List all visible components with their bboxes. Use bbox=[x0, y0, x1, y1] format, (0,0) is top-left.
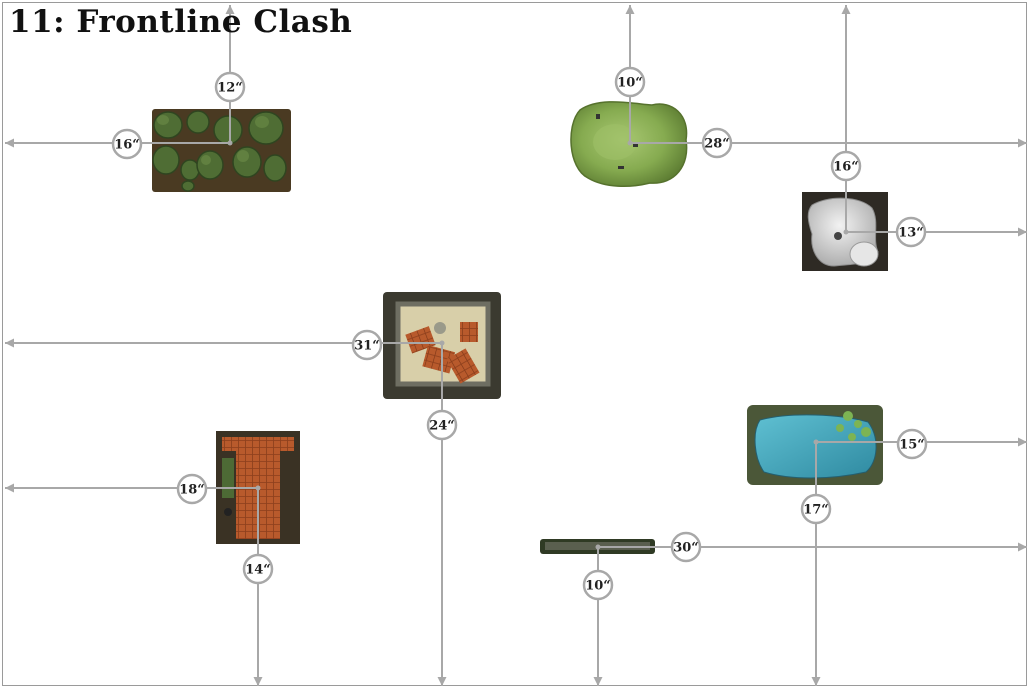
measurement-arrows bbox=[5, 5, 1027, 686]
measurement-label: 16“ bbox=[833, 160, 859, 175]
measurement-origin-dot bbox=[255, 485, 261, 491]
measurement-origin-dot bbox=[227, 140, 233, 146]
measurement-label: 24“ bbox=[429, 419, 455, 434]
arrowhead-icon bbox=[5, 338, 14, 348]
measurement-badge: 15“ bbox=[896, 428, 928, 460]
measurement-badge: 16“ bbox=[830, 150, 862, 182]
measurement-badge-circle bbox=[176, 473, 208, 505]
measurement-badge: 18“ bbox=[176, 473, 208, 505]
measurement-badge-circle bbox=[701, 127, 733, 159]
measurement-origin-dot bbox=[813, 439, 819, 445]
arrowhead-icon bbox=[1018, 138, 1027, 148]
arrowhead-icon bbox=[811, 677, 821, 686]
arrowhead-icon bbox=[253, 677, 263, 686]
measurement-badge: 24“ bbox=[426, 409, 458, 441]
arrowhead-icon bbox=[593, 677, 603, 686]
measurement-origin-dot bbox=[439, 340, 445, 346]
arrowhead-icon bbox=[1018, 542, 1027, 552]
measurement-label: 31“ bbox=[354, 339, 380, 354]
measurement-badge: 10“ bbox=[614, 66, 646, 98]
measurement-badge-circle bbox=[351, 329, 383, 361]
measurement-badge-circle bbox=[614, 66, 646, 98]
scenario-title: 11: Frontline Clash bbox=[9, 4, 353, 40]
measurement-badges: 12“ 16“ 10“ 28“ 16“ 13“ 31“ 24“ 15“ 17“ 18“ 14“ 30“ 1… bbox=[111, 66, 928, 601]
measurement-badge-circle bbox=[800, 493, 832, 525]
measurement-origin-dot bbox=[627, 140, 633, 146]
measurement-label: 10“ bbox=[617, 76, 643, 91]
measurement-label: 10“ bbox=[585, 579, 611, 594]
measurement-badge-circle bbox=[582, 569, 614, 601]
measurement-badge-circle bbox=[242, 553, 274, 585]
measurement-badge: 13“ bbox=[895, 216, 927, 248]
arrowhead-icon bbox=[1018, 437, 1027, 447]
measurement-badge-circle bbox=[111, 128, 143, 160]
measurement-badge: 14“ bbox=[242, 553, 274, 585]
arrowhead-icon bbox=[437, 677, 447, 686]
measurement-label: 18“ bbox=[179, 483, 205, 498]
arrowhead-icon bbox=[5, 138, 14, 148]
measurement-badge-circle bbox=[830, 150, 862, 182]
measurement-badge-circle bbox=[670, 531, 702, 563]
arrowhead-icon bbox=[625, 5, 635, 14]
measurement-badge: 31“ bbox=[351, 329, 383, 361]
measurement-label: 30“ bbox=[673, 541, 699, 556]
measurement-badge-circle bbox=[214, 71, 246, 103]
arrowhead-icon bbox=[841, 5, 851, 14]
measurement-label: 15“ bbox=[899, 438, 925, 453]
measurement-origin-dot bbox=[595, 544, 601, 550]
measurement-badge: 16“ bbox=[111, 128, 143, 160]
measurement-label: 28“ bbox=[704, 137, 730, 152]
measurement-label: 14“ bbox=[245, 563, 271, 578]
measurement-badge-circle bbox=[895, 216, 927, 248]
measurement-badge: 12“ bbox=[214, 71, 246, 103]
arrowhead-icon bbox=[5, 483, 14, 493]
measurement-badge: 30“ bbox=[670, 531, 702, 563]
measurement-label: 12“ bbox=[217, 81, 243, 96]
measurement-badge: 17“ bbox=[800, 493, 832, 525]
measurement-badge-circle bbox=[896, 428, 928, 460]
measurement-origin-dot bbox=[843, 229, 849, 235]
measurement-label: 13“ bbox=[898, 226, 924, 241]
measurement-badge-circle bbox=[426, 409, 458, 441]
measurement-badge: 10“ bbox=[582, 569, 614, 601]
arrowhead-icon bbox=[225, 5, 235, 14]
forest-terrain-icon bbox=[152, 109, 291, 192]
measurement-label: 16“ bbox=[114, 138, 140, 153]
measurement-label: 17“ bbox=[803, 503, 829, 518]
measurement-badge: 28“ bbox=[701, 127, 733, 159]
arrowhead-icon bbox=[1018, 227, 1027, 237]
